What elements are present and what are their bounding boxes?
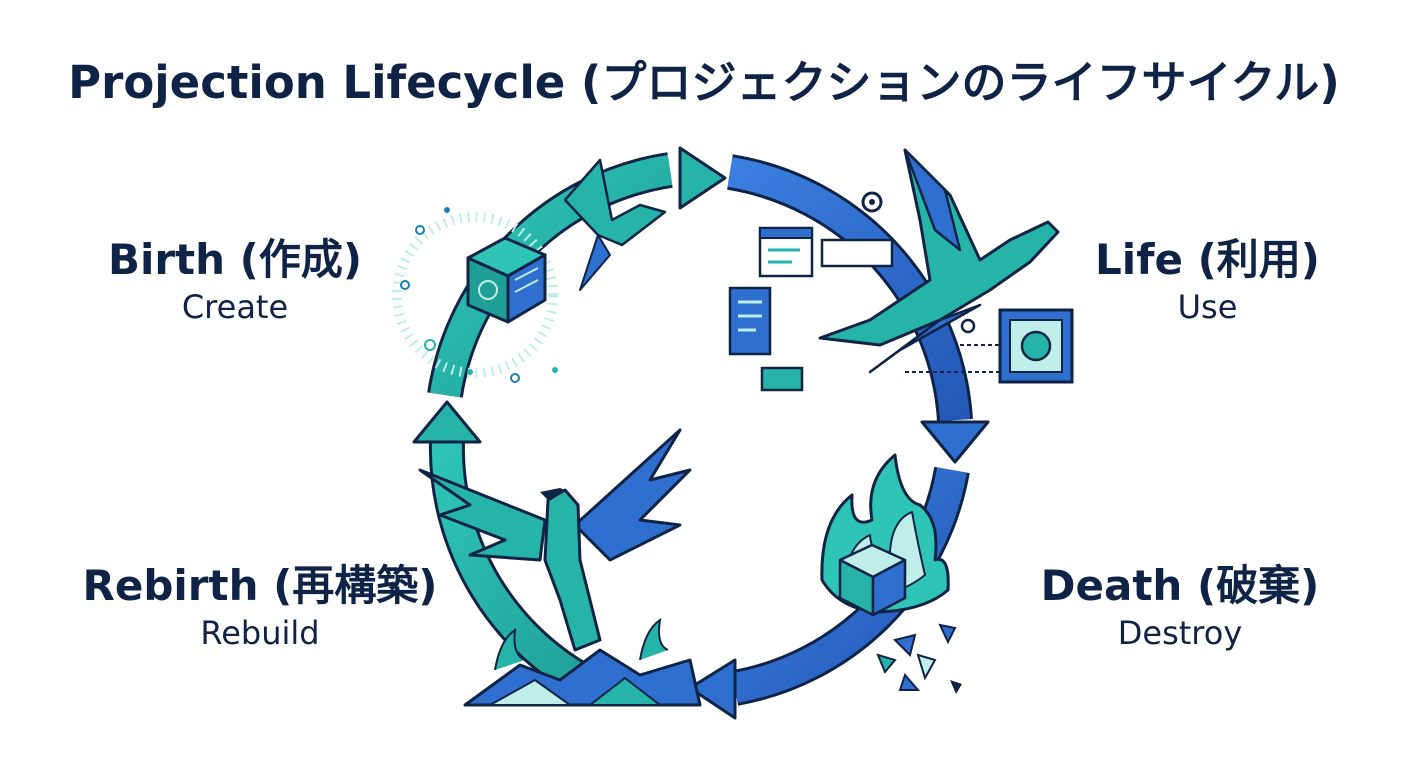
stage-life: Life (利用) Use <box>1065 236 1350 327</box>
stage-birth-label: Birth (作成) <box>85 236 385 284</box>
stage-death: Death (破棄) Destroy <box>1010 562 1350 653</box>
stage-birth-sublabel: Create <box>85 288 385 326</box>
stage-life-sublabel: Use <box>1065 288 1350 326</box>
stage-birth: Birth (作成) Create <box>85 236 385 327</box>
stage-rebirth-label: Rebirth (再構築) <box>60 562 460 610</box>
stage-death-sublabel: Destroy <box>1010 614 1350 652</box>
stage-life-label: Life (利用) <box>1065 236 1350 284</box>
stage-death-label: Death (破棄) <box>1010 562 1350 610</box>
stage-rebirth: Rebirth (再構築) Rebuild <box>60 562 460 653</box>
stage-rebirth-sublabel: Rebuild <box>60 614 460 652</box>
